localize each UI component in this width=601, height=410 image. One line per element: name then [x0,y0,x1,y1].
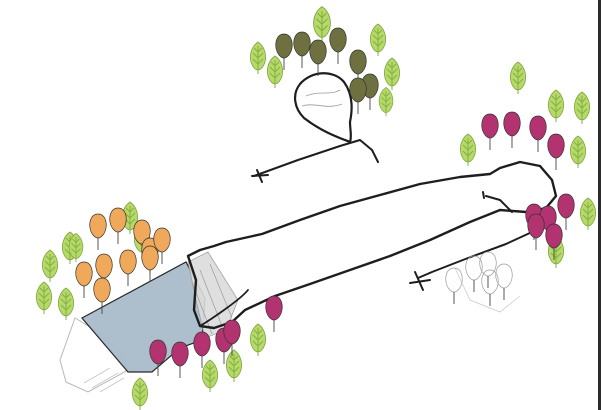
balloon-tree [120,250,136,286]
tree-sketch [58,288,73,320]
magenta-balloon-cluster-right [482,112,574,260]
tree-sketch [36,282,51,314]
balloon-tree [446,268,462,304]
tree-sketch [460,134,475,166]
ground-outline-right [455,268,520,312]
teardrop-pond [295,73,352,142]
balloon-tree [330,28,346,64]
tree-group-right [460,62,595,268]
balloon-tree [558,194,574,230]
tree-sketch [314,7,331,42]
tree-sketch [510,62,525,94]
balloon-tree [172,342,188,378]
tree-sketch [548,90,563,122]
tree-group-top [250,7,399,117]
tree-sketch [570,136,585,168]
upper-path [254,140,378,176]
outline-balloon-cluster [446,252,512,306]
tree-sketch [370,24,385,56]
ground-hatching [84,368,124,392]
balloon-tree [504,112,520,148]
balloon-tree [110,208,126,244]
promenade-path-layer [188,73,556,328]
balloon-tree [294,32,310,68]
tree-sketch [267,56,282,88]
tree-sketch [42,250,57,282]
tree-sketch [574,92,589,124]
balloon-tree [482,114,498,150]
tree-sketch [384,58,399,90]
balloon-tree [530,116,546,152]
balloon-tree [266,296,282,332]
terrace-notch [483,192,484,198]
balloon-tree [528,214,544,250]
tree-sketch [132,378,147,410]
tree-sketch [250,42,265,74]
tree-sketch [202,360,217,392]
tree-sketch [226,350,241,382]
balloon-tree [310,40,326,76]
pond-shading [302,90,342,106]
balloon-tree [142,246,158,282]
olive-balloon-cluster [276,28,378,114]
tree-sketch [250,324,265,356]
balloon-tree [90,214,106,250]
tree-sketch [580,198,595,230]
balloon-tree [76,262,92,298]
balloon-tree [548,134,564,170]
tree-sketch [379,87,393,116]
